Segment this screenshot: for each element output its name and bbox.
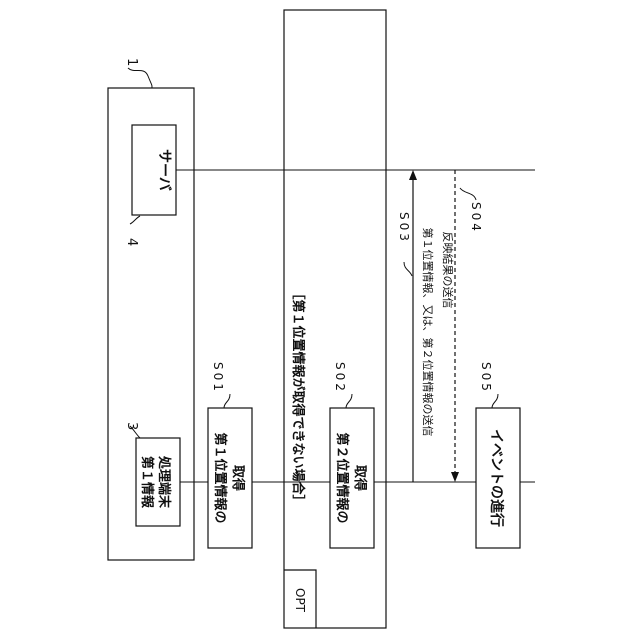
s03-label: 第１位置情報、又は、第２位置情報の送信 — [421, 228, 435, 437]
s04-leader — [460, 188, 476, 200]
system-ref-label: 1 — [124, 58, 139, 66]
step-s02-leader — [346, 394, 352, 408]
terminal-label-line2: 処理端末 — [156, 455, 172, 509]
step-s01-id: S01 — [211, 362, 225, 394]
terminal-label-line1: 第１情報 — [139, 456, 155, 509]
s03-arrowhead — [409, 170, 417, 180]
server-label: サーバ — [156, 149, 172, 191]
s03-id: S03 — [397, 212, 411, 244]
step-s05-label: イベントの進行 — [488, 429, 505, 527]
s04-id: S04 — [469, 202, 483, 234]
s04-label: 反映結果の送信 — [441, 232, 455, 309]
server-ref-label: 4 — [124, 238, 139, 246]
step-s01-label-line2: 取得 — [230, 465, 246, 491]
step-s05-leader — [492, 394, 498, 408]
step-s02-label-line2: 取得 — [352, 465, 368, 491]
step-s02-label-line1: 第２位置情報の — [334, 432, 350, 523]
step-s05-id: S05 — [479, 362, 493, 394]
step-s01-label-line1: 第１位置情報の — [212, 432, 228, 523]
opt-condition: ［第１位置情報が取得できない場合］ — [290, 286, 306, 507]
s03-leader — [404, 262, 412, 276]
step-s02-id: S02 — [333, 362, 347, 394]
s04-arrowhead — [451, 472, 459, 482]
opt-tag: OPT — [293, 588, 307, 613]
step-s01-leader — [224, 394, 230, 408]
terminal-ref-label: 3 — [124, 422, 139, 430]
server-ref-leader — [130, 216, 140, 224]
system-ref-leader — [128, 68, 152, 88]
